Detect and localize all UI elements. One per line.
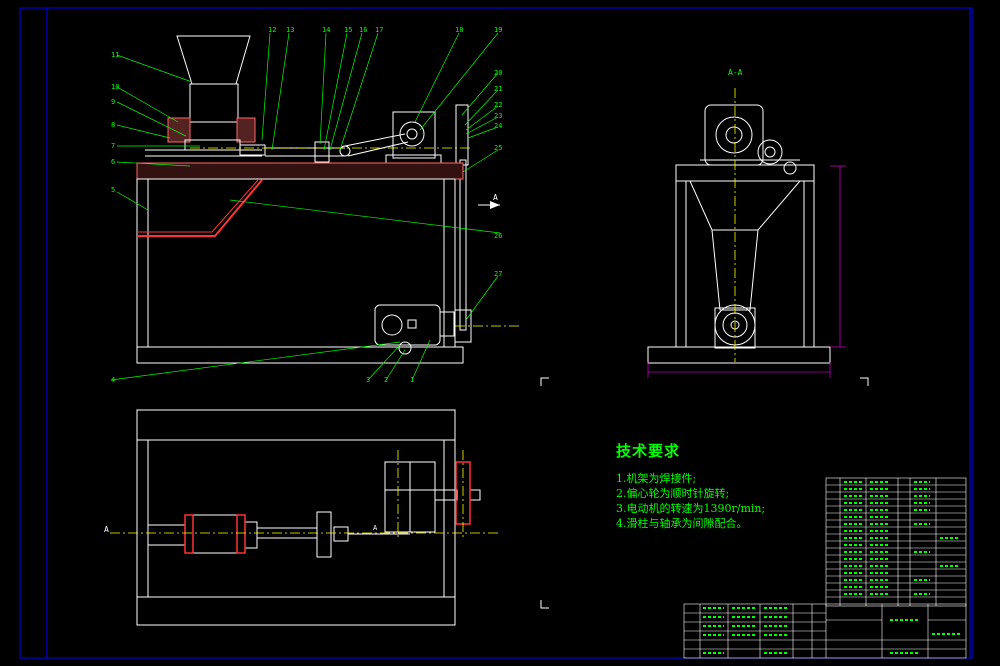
top-motor-fan xyxy=(147,524,186,546)
motor-cooling-fan xyxy=(381,314,403,336)
title-block-entries xyxy=(703,607,962,654)
inner-frame xyxy=(46,7,971,659)
svg-text:27: 27 xyxy=(494,270,502,278)
svg-text:15: 15 xyxy=(344,26,352,34)
svg-text:2: 2 xyxy=(384,376,388,384)
top-view xyxy=(136,409,481,626)
frame-top-plate xyxy=(136,162,464,180)
svg-text:24: 24 xyxy=(494,122,502,130)
technical-requirements: 技术要求 1.机架为焊接件; 2.偏心轮为顺时针旋转; 3.电动机的转速为139… xyxy=(616,440,765,531)
technical-requirement-item: 1.机架为焊接件; xyxy=(616,472,697,485)
svg-text:23: 23 xyxy=(494,112,502,120)
feed-block-left xyxy=(167,117,191,143)
svg-text:25: 25 xyxy=(494,144,502,152)
section-chute xyxy=(711,229,759,311)
svg-text:16: 16 xyxy=(359,26,367,34)
svg-text:10: 10 xyxy=(111,83,119,91)
svg-text:20: 20 xyxy=(494,69,502,77)
svg-text:21: 21 xyxy=(494,85,502,93)
frame-body xyxy=(136,178,456,348)
svg-text:8: 8 xyxy=(111,121,115,129)
top-cut-label-right: A xyxy=(373,524,378,532)
svg-text:18: 18 xyxy=(455,26,463,34)
section-view-title: A-A xyxy=(728,68,743,77)
technical-requirement-item: 4.滑柱与轴承为间隙配合。 xyxy=(616,517,748,530)
frame-base xyxy=(136,346,464,364)
hopper-top xyxy=(176,35,251,85)
svg-text:13: 13 xyxy=(286,26,294,34)
link-rod-top xyxy=(344,133,406,147)
svg-text:17: 17 xyxy=(375,26,383,34)
feed-channel xyxy=(184,139,241,151)
upper-pulley xyxy=(455,104,469,166)
motor-terminal xyxy=(407,319,417,329)
feed-block-right xyxy=(236,117,256,143)
svg-text:11: 11 xyxy=(111,51,119,59)
svg-text:26: 26 xyxy=(494,232,502,240)
technical-requirement-item: 3.电动机的转速为1390r/min; xyxy=(616,502,766,515)
svg-text:1: 1 xyxy=(410,376,414,384)
svg-text:19: 19 xyxy=(494,26,502,34)
svg-text:4: 4 xyxy=(111,376,115,384)
eccentric-housing xyxy=(392,111,436,159)
slider-sleeve xyxy=(239,144,266,156)
link-rod-bottom xyxy=(347,141,409,157)
svg-text:14: 14 xyxy=(322,26,330,34)
svg-text:3: 3 xyxy=(366,376,370,384)
belt xyxy=(459,159,467,331)
section-hopper xyxy=(689,180,802,231)
svg-text:6: 6 xyxy=(111,158,115,166)
section-view xyxy=(647,104,831,364)
front-leaders xyxy=(110,32,501,381)
discharge-chute xyxy=(137,179,263,237)
rod-bearing xyxy=(314,141,330,163)
motor-shaft-end xyxy=(439,311,455,337)
motor-mount-bolt xyxy=(398,341,412,355)
section-mark-label: A xyxy=(493,193,498,202)
parts-list-entries xyxy=(844,481,960,595)
housing-base xyxy=(385,154,442,164)
front-callouts: 11 10 9 8 7 6 5 12 13 14 15 16 17 18 19 … xyxy=(111,26,502,384)
eccentric-hub xyxy=(406,128,418,140)
technical-requirements-title: 技术要求 xyxy=(616,442,681,460)
svg-text:12: 12 xyxy=(268,26,276,34)
parts-list xyxy=(825,477,967,607)
svg-text:9: 9 xyxy=(111,98,115,106)
front-view xyxy=(136,35,472,364)
section-eccentric xyxy=(757,139,783,165)
svg-text:22: 22 xyxy=(494,101,502,109)
top-frame-outline xyxy=(136,409,456,626)
section-base xyxy=(647,346,831,364)
top-motor xyxy=(184,514,246,554)
svg-text:7: 7 xyxy=(111,142,115,150)
section-gearbox xyxy=(704,104,764,166)
technical-requirement-item: 2.偏心轮为顺时针旋转; xyxy=(616,487,730,500)
title-block xyxy=(683,603,967,659)
top-cut-label: A xyxy=(104,525,109,534)
top-bearing xyxy=(316,511,332,558)
eccentric-wheel xyxy=(399,121,425,147)
svg-text:5: 5 xyxy=(111,186,115,194)
hopper-neck xyxy=(189,83,239,123)
